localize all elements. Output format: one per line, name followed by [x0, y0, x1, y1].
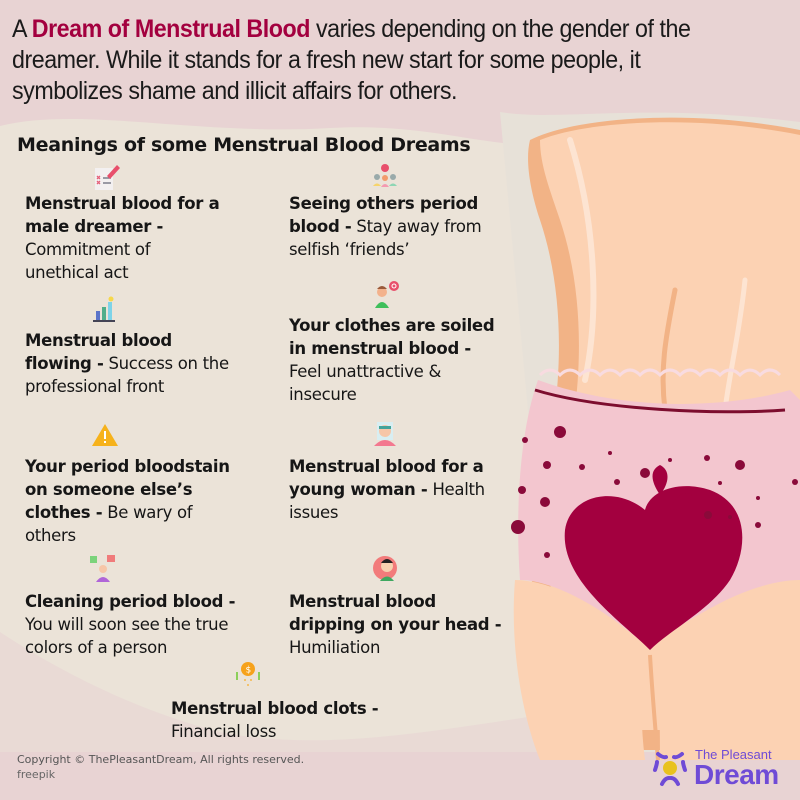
item-meaning: Success on the professional front	[25, 354, 229, 396]
boy-shock-icon	[373, 556, 397, 581]
item-title: Menstrual blood for a young woman -	[289, 457, 484, 499]
intro-rest: varies depending on the gender of the dr…	[12, 15, 691, 105]
intro-paragraph: A Dream of Menstrual Blood varies depend…	[12, 14, 737, 107]
intro-highlight: Dream of Menstrual Blood	[31, 15, 311, 43]
list-item: Your clothes are soiled in menstrual blo…	[289, 314, 504, 406]
item-meaning: Humiliation	[289, 638, 381, 657]
list-item: Menstrual blood for a young woman - Heal…	[289, 455, 489, 524]
list-item: Seeing others period blood - Stay away f…	[289, 192, 504, 261]
item-meaning: Health issues	[289, 480, 485, 522]
item-meaning: Be wary of others	[25, 503, 193, 545]
logo-small-text: The Pleasant	[695, 747, 772, 762]
intro-prefix: A	[12, 15, 32, 43]
section-title: Meanings of some Menstrual Blood Dreams	[17, 134, 471, 156]
coin-money-icon: $	[236, 662, 260, 686]
checklist-pencil-icon	[95, 165, 120, 190]
item-meaning: Feel unattractive & insecure	[289, 362, 442, 404]
list-item: Your period bloodstain on someone else’s…	[25, 455, 240, 547]
copyright-text: Copyright © ThePleasantDream, All rights…	[17, 753, 305, 766]
item-meaning: Stay away from selfish ‘friends’	[289, 217, 482, 259]
body-illustration	[511, 117, 800, 760]
item-title: Menstrual blood clots -	[171, 699, 379, 718]
item-title: Your clothes are soiled in menstrual blo…	[289, 316, 495, 358]
source-credit: freepik	[17, 768, 56, 781]
item-title: Menstrual blood flowing -	[25, 331, 172, 373]
sun-star-icon	[653, 752, 687, 786]
person-choice-icon	[90, 555, 115, 582]
item-title: Your period bloodstain on someone else’s…	[25, 457, 230, 522]
man-speech-bubble-icon	[375, 281, 399, 308]
warning-icon	[92, 424, 118, 446]
brand-logo: The Pleasant Dream	[650, 745, 795, 790]
group-people-icon	[373, 164, 397, 187]
list-item: Cleaning period blood - You will soon se…	[25, 590, 245, 659]
svg-text:$: $	[246, 666, 252, 676]
item-meaning: Financial loss	[171, 722, 277, 741]
item-meaning: Commitment of unethical act	[25, 240, 151, 282]
item-title: Menstrual blood for a male dreamer -	[25, 194, 220, 236]
list-item: Menstrual blood flowing - Success on the…	[25, 329, 240, 398]
list-item: Menstrual blood for a male dreamer - Com…	[25, 192, 225, 284]
logo-big-text: Dream	[694, 759, 779, 790]
list-item: Menstrual blood clots - Financial loss	[171, 697, 391, 743]
woman-face-icon	[374, 422, 396, 446]
item-title: Cleaning period blood -	[25, 592, 236, 611]
item-title: Seeing others period blood -	[289, 194, 479, 236]
bar-chart-icon	[93, 296, 115, 322]
list-item: Menstrual blood dripping on your head - …	[289, 590, 509, 659]
item-meaning: You will soon see the true colors of a p…	[25, 615, 229, 657]
item-title: Menstrual blood dripping on your head -	[289, 592, 502, 634]
